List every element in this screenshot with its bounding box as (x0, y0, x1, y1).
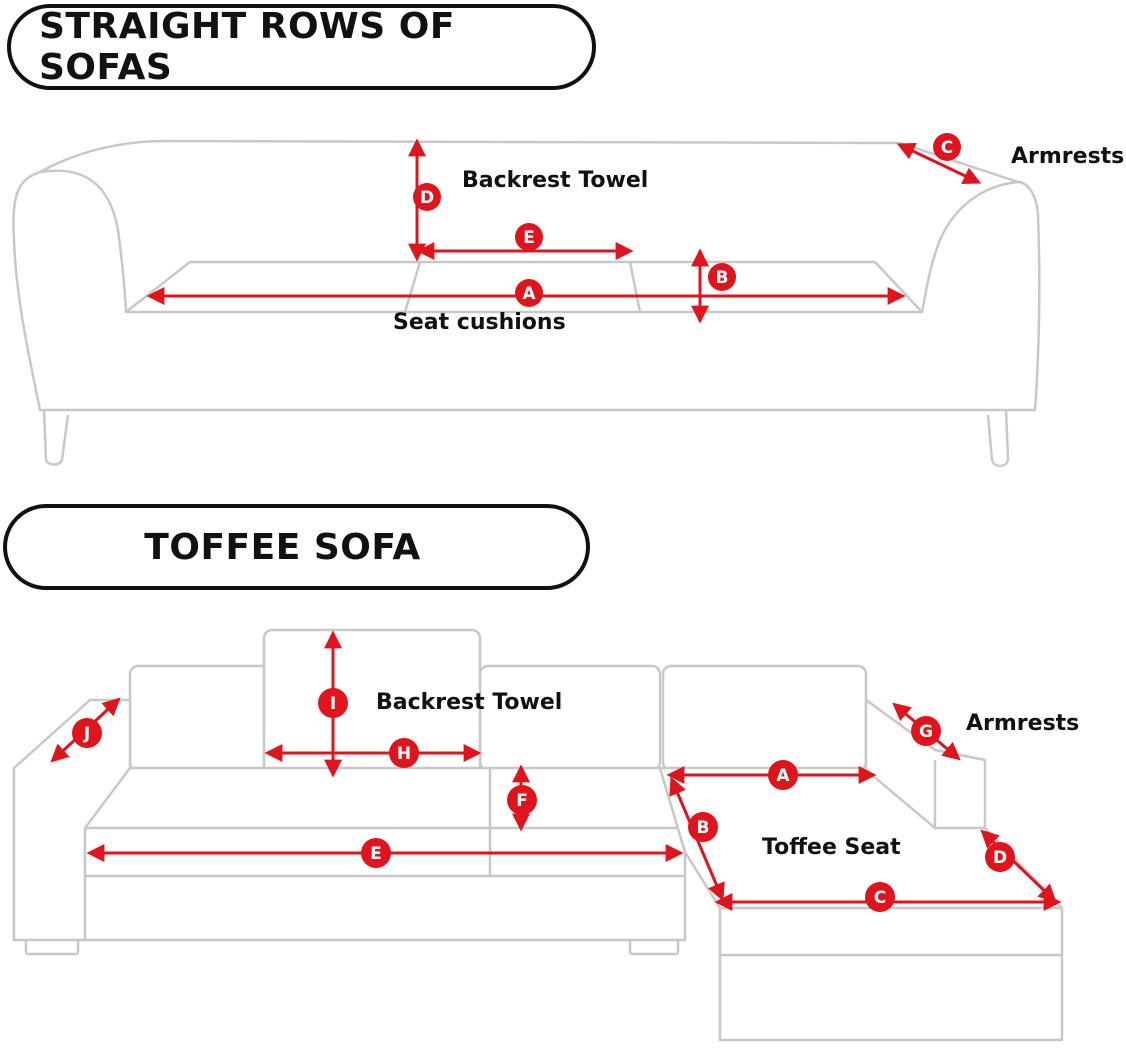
straight-armrests-label: Armrests (1011, 144, 1125, 169)
toffee-seat-label: Toffee Seat (762, 835, 901, 860)
sofa-left-arm (12, 170, 1041, 412)
svg-text:B: B (697, 818, 710, 838)
svg-text:F: F (516, 791, 528, 811)
svg-text:A: A (776, 766, 790, 786)
title-straight-sofas: STRAIGHT ROWS OF SOFAS (7, 4, 596, 90)
title-straight-text: STRAIGHT ROWS OF SOFAS (39, 6, 455, 88)
svg-text:I: I (330, 694, 336, 714)
svg-text:G: G (919, 722, 933, 742)
badge-e (515, 223, 543, 251)
marker-badges-toffee: A B C D E F G H I J (72, 688, 1015, 912)
marker-badges-straight: A B C D E (413, 133, 961, 307)
svg-text:D: D (993, 848, 1007, 868)
sofa-back-outline (39, 139, 1019, 184)
badge-a (515, 279, 543, 307)
sofa-seat-outline (124, 260, 924, 314)
title-toffee-text: TOFFEE SOFA (144, 526, 421, 568)
straight-sofa-diagram: A B C D E (12, 133, 1041, 468)
title-toffee-sofa: TOFFEE SOFA (3, 504, 590, 590)
toffee-backrest-label: Backrest Towel (376, 690, 563, 715)
chaise (658, 766, 1064, 1042)
sofa-leg-right (986, 409, 1010, 468)
toffee-armrests-label: Armrests (966, 711, 1080, 736)
svg-text:D: D (420, 188, 434, 208)
back-cushion-3 (478, 664, 662, 772)
svg-text:J: J (83, 724, 90, 744)
back-cushion-1 (128, 664, 272, 772)
back-cushion-4 (661, 664, 868, 772)
badge-c (933, 133, 961, 161)
svg-text:A: A (522, 284, 536, 304)
svg-text:E: E (523, 228, 535, 248)
svg-text:H: H (397, 744, 411, 764)
svg-text:B: B (716, 268, 729, 288)
straight-backrest-label: Backrest Towel (462, 168, 649, 193)
badge-b (708, 263, 736, 291)
measure-c-line (896, 143, 982, 184)
svg-text:E: E (370, 844, 382, 864)
svg-text:C: C (941, 138, 953, 158)
svg-text:C: C (874, 888, 886, 908)
sofa-leg-left (42, 409, 70, 466)
straight-seat-label: Seat cushions (393, 310, 566, 335)
badge-d (413, 183, 441, 211)
